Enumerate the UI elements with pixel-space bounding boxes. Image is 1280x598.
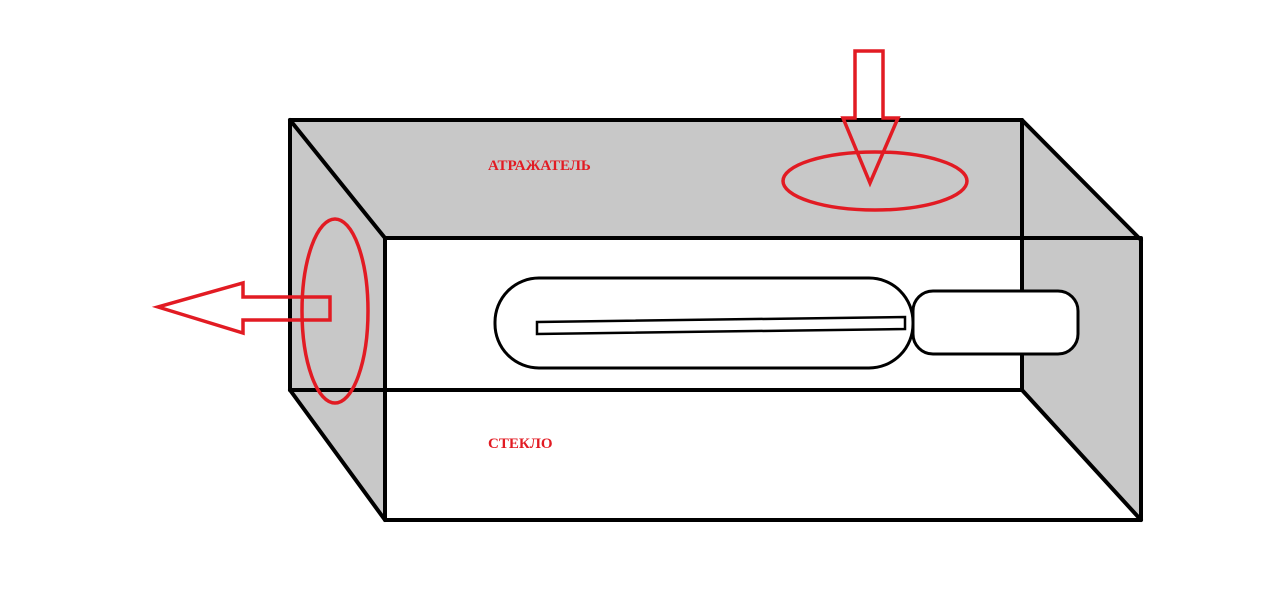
- annotations: [151, 49, 969, 405]
- left-arrow-icon: [151, 280, 332, 336]
- top-opening-ellipse: [781, 150, 969, 212]
- box-outline: [288, 118, 1143, 522]
- side-opening-ellipse: [300, 217, 370, 405]
- lamp: [493, 276, 1080, 370]
- down-arrow-icon: [840, 49, 901, 188]
- reflector-label: АТРАЖАТЕЛЬ: [488, 158, 591, 174]
- lamp-base: [911, 289, 1080, 356]
- glass-label: СТЕКЛО: [488, 436, 553, 452]
- box-top-face: [290, 120, 1141, 240]
- lamp-filament: [535, 315, 907, 336]
